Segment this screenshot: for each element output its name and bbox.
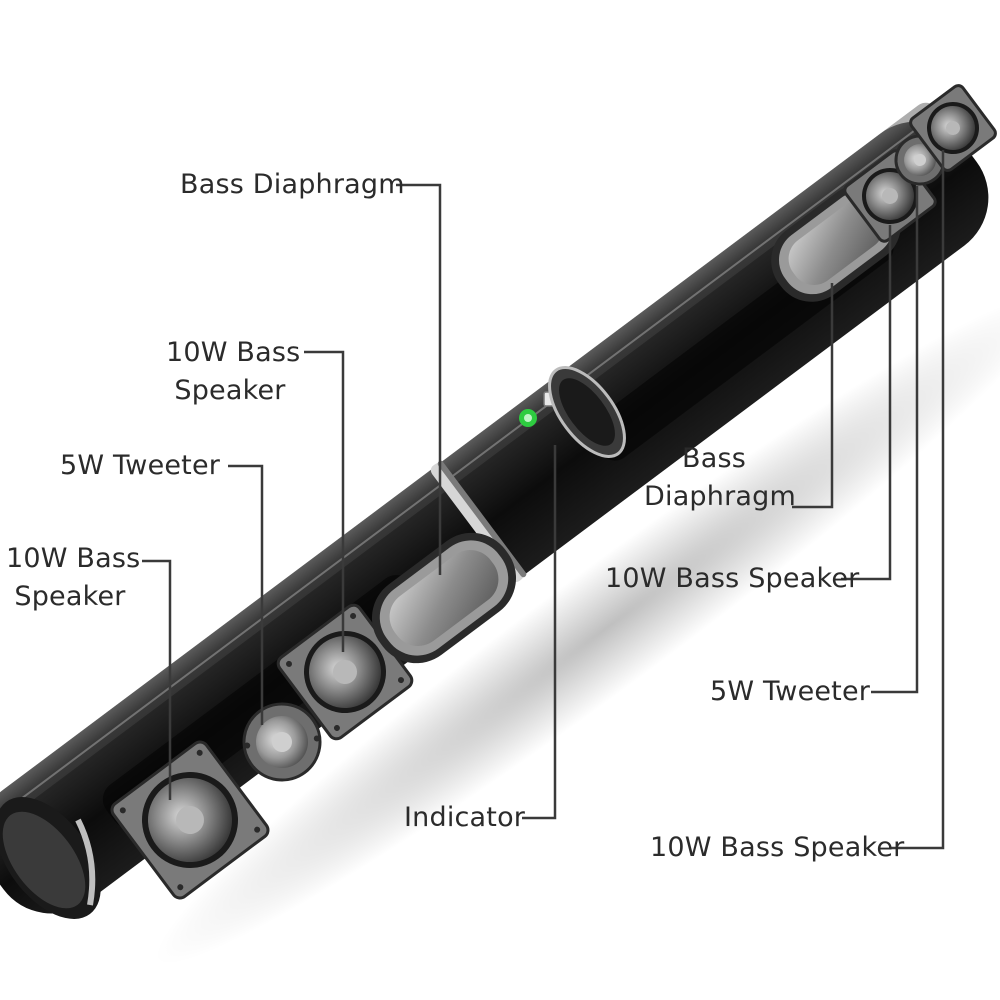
label-bass-speaker-right-outer: 10W Bass Speaker bbox=[650, 832, 905, 863]
leader-lines bbox=[142, 150, 945, 850]
leader-tweeter-right bbox=[871, 186, 919, 694]
leader-bass-diaphragm-left bbox=[396, 183, 442, 575]
center-driver-disc bbox=[548, 366, 626, 458]
bass-speaker-right-outer bbox=[909, 84, 997, 172]
label-bass-speaker-left-end: 10W Bass Speaker bbox=[6, 543, 141, 612]
label-bass-diaphragm-left: Bass Diaphragm bbox=[180, 169, 405, 200]
leader-bass-speaker-left-end bbox=[142, 559, 172, 800]
label-bass-speaker-left-mid: 10W Bass Speaker bbox=[166, 337, 301, 406]
label-bass-speaker-right-inner: 10W Bass Speaker bbox=[605, 563, 860, 594]
leader-bass-speaker-left-mid bbox=[304, 350, 345, 652]
label-bass-diaphragm-right: Bass Diaphragm bbox=[644, 443, 796, 512]
leader-bass-speaker-right-inner bbox=[841, 225, 892, 581]
bass-speaker-left-end bbox=[110, 740, 270, 900]
label-indicator: Indicator bbox=[404, 802, 526, 833]
label-tweeter-left: 5W Tweeter bbox=[60, 450, 221, 481]
leader-tweeter-left bbox=[228, 464, 264, 725]
bass-diaphragm-left bbox=[371, 532, 517, 664]
leader-bass-diaphragm-right bbox=[792, 283, 834, 509]
leader-bass-speaker-right-outer bbox=[889, 150, 945, 850]
leader-indicator bbox=[522, 445, 557, 820]
left-end-cap bbox=[0, 797, 101, 919]
label-tweeter-right: 5W Tweeter bbox=[710, 676, 871, 707]
